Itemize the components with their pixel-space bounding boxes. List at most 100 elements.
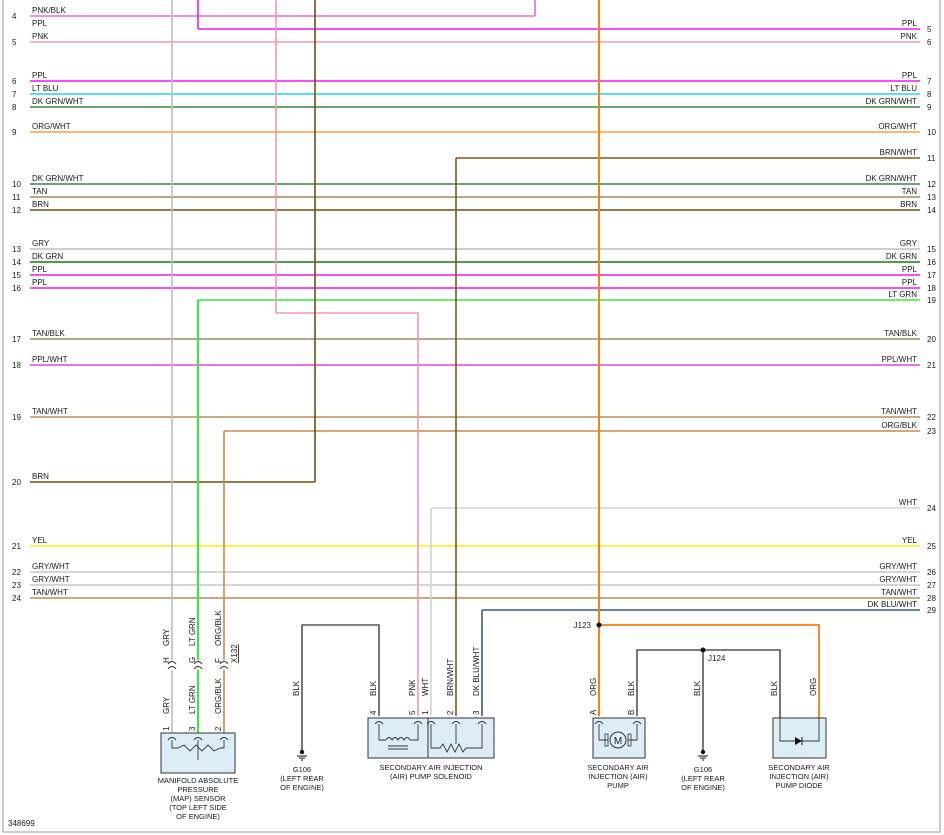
wire-right-number: 22 bbox=[927, 413, 936, 422]
wire-left-number: 21 bbox=[12, 542, 21, 551]
wire-left-number: 5 bbox=[12, 38, 17, 47]
wire-left-number: 19 bbox=[12, 413, 21, 422]
wire-right-label: WHT bbox=[899, 498, 917, 507]
wire-right-number: 8 bbox=[927, 90, 932, 99]
solenoid-pin-number: 4 bbox=[369, 710, 378, 715]
diode-box bbox=[772, 717, 827, 759]
ground-right-caption: (LEFT REAR bbox=[681, 774, 725, 783]
wire-left-number: 12 bbox=[12, 206, 21, 215]
map-sensor-pin-number: 3 bbox=[188, 726, 197, 731]
splice-j123-dot bbox=[596, 622, 602, 628]
wire-left-number: 4 bbox=[12, 12, 17, 21]
pump-pin-connector bbox=[632, 721, 642, 725]
map-sensor-pin-connector bbox=[219, 737, 229, 741]
wire-right-number: 14 bbox=[927, 206, 936, 215]
wire-left-label: PPL bbox=[32, 19, 48, 28]
map-sensor-caption: MANIFOLD ABSOLUTE bbox=[158, 776, 238, 785]
map-sensor-pin-connector bbox=[167, 737, 177, 741]
solenoid-pin-number: 2 bbox=[446, 710, 455, 715]
wire-left-number: 9 bbox=[12, 128, 17, 137]
wire-right-label: ORG/BLK bbox=[881, 421, 917, 430]
wire-left-label: DK GRN/WHT bbox=[32, 97, 84, 106]
wire-right-label: PPL/WHT bbox=[881, 355, 917, 364]
wire-right-number: 9 bbox=[927, 103, 932, 112]
wire-right-number: 20 bbox=[927, 335, 936, 344]
wire-left-number: 15 bbox=[12, 271, 21, 280]
ground-right-caption: OF ENGINE) bbox=[681, 783, 725, 792]
connector-pin-letter: F bbox=[214, 658, 223, 663]
pump-wire-label: ORG bbox=[589, 678, 598, 696]
wire-right-label: BRN/WHT bbox=[880, 148, 917, 157]
wire-right-number: 21 bbox=[927, 361, 936, 370]
solenoid-wire-label: BLK bbox=[369, 680, 378, 696]
wire-right-number: 24 bbox=[927, 504, 936, 513]
connector-name: X132 bbox=[230, 644, 239, 663]
wire-right-number: 6 bbox=[927, 38, 932, 47]
connector-wire-label: ORG/BLK bbox=[214, 610, 223, 646]
figure-id: 348699 bbox=[8, 819, 35, 828]
wire-left-number: 7 bbox=[12, 90, 17, 99]
solenoid-pin-number: 3 bbox=[472, 710, 481, 715]
connector-pin-upper bbox=[167, 661, 177, 665]
map-sensor-caption: PRESSURE bbox=[177, 785, 218, 794]
wire-right-label: PPL bbox=[902, 278, 918, 287]
wire-left-number: 23 bbox=[12, 581, 21, 590]
wire-right-number: 27 bbox=[927, 581, 936, 590]
wire-left-label: ORG/WHT bbox=[32, 122, 71, 131]
wire-right-number: 16 bbox=[927, 258, 936, 267]
pump-pin-letter: B bbox=[627, 710, 636, 715]
connector-pin-upper bbox=[193, 661, 203, 665]
wire-right-label: LT GRN bbox=[888, 290, 917, 299]
wire-left-label: DK GRN bbox=[32, 252, 63, 261]
ground-right-node bbox=[700, 749, 706, 755]
solenoid-resistor-symbol bbox=[430, 724, 483, 754]
wire-left-label: GRY bbox=[32, 239, 50, 248]
wire-right-number: 15 bbox=[927, 245, 936, 254]
wire-left-label: TAN/WHT bbox=[32, 588, 68, 597]
connector-wire-label: LT GRN bbox=[188, 617, 197, 646]
wire-right-label: ORG/WHT bbox=[878, 122, 917, 131]
diode-lead bbox=[802, 718, 820, 742]
map-sensor-caption: OF ENGINE) bbox=[176, 812, 220, 821]
solenoid-coil-lead bbox=[378, 724, 386, 741]
wire-right-label: LT BLU bbox=[891, 84, 918, 93]
ground-left-caption: (LEFT REAR bbox=[280, 774, 324, 783]
wire-left-number: 13 bbox=[12, 245, 21, 254]
wire-right-label: GRY bbox=[900, 239, 918, 248]
wire-right-label: GRY/WHT bbox=[879, 562, 917, 571]
wire-right-number: 12 bbox=[927, 180, 936, 189]
solenoid-caption: (AIR) PUMP SOLENOID bbox=[390, 772, 473, 781]
wire-right-label: PPL bbox=[902, 71, 918, 80]
wire-right-number: 10 bbox=[927, 128, 936, 137]
ground-left-node bbox=[299, 749, 305, 755]
solenoid-coil-symbol bbox=[385, 737, 411, 741]
solenoid-coil-lead bbox=[410, 724, 419, 741]
wire-right-label: TAN/WHT bbox=[881, 588, 917, 597]
pump-motor-brush bbox=[627, 733, 632, 747]
pump-box bbox=[592, 717, 646, 759]
wire-right-number: 28 bbox=[927, 594, 936, 603]
ground-right-caption: G106 bbox=[694, 765, 712, 774]
connector-pin-letter: G bbox=[188, 657, 197, 663]
map-sensor-wire-label: ORG/BLK bbox=[214, 678, 223, 714]
diode-wire-label: ORG bbox=[809, 678, 818, 696]
wire-left-label: PNK/BLK bbox=[32, 6, 66, 15]
wire-right-label: TAN/BLK bbox=[884, 329, 917, 338]
blk-solenoid-route bbox=[301, 624, 380, 752]
org-diode-route bbox=[599, 624, 820, 720]
splice-j124-label: J124 bbox=[708, 654, 726, 663]
wire-left-number: 11 bbox=[12, 193, 21, 202]
blk-pump-route bbox=[636, 649, 781, 720]
wire-right-number: 5 bbox=[927, 25, 932, 34]
diode-lead bbox=[779, 718, 795, 742]
wire-left-number: 22 bbox=[12, 568, 21, 577]
map-sensor-resistor-symbol bbox=[171, 740, 225, 752]
pump-caption: SECONDARY AIR bbox=[587, 763, 649, 772]
wire-left-label: BRN bbox=[32, 472, 49, 481]
map-sensor-pin-connector bbox=[193, 737, 203, 741]
wire-left-number: 16 bbox=[12, 284, 21, 293]
